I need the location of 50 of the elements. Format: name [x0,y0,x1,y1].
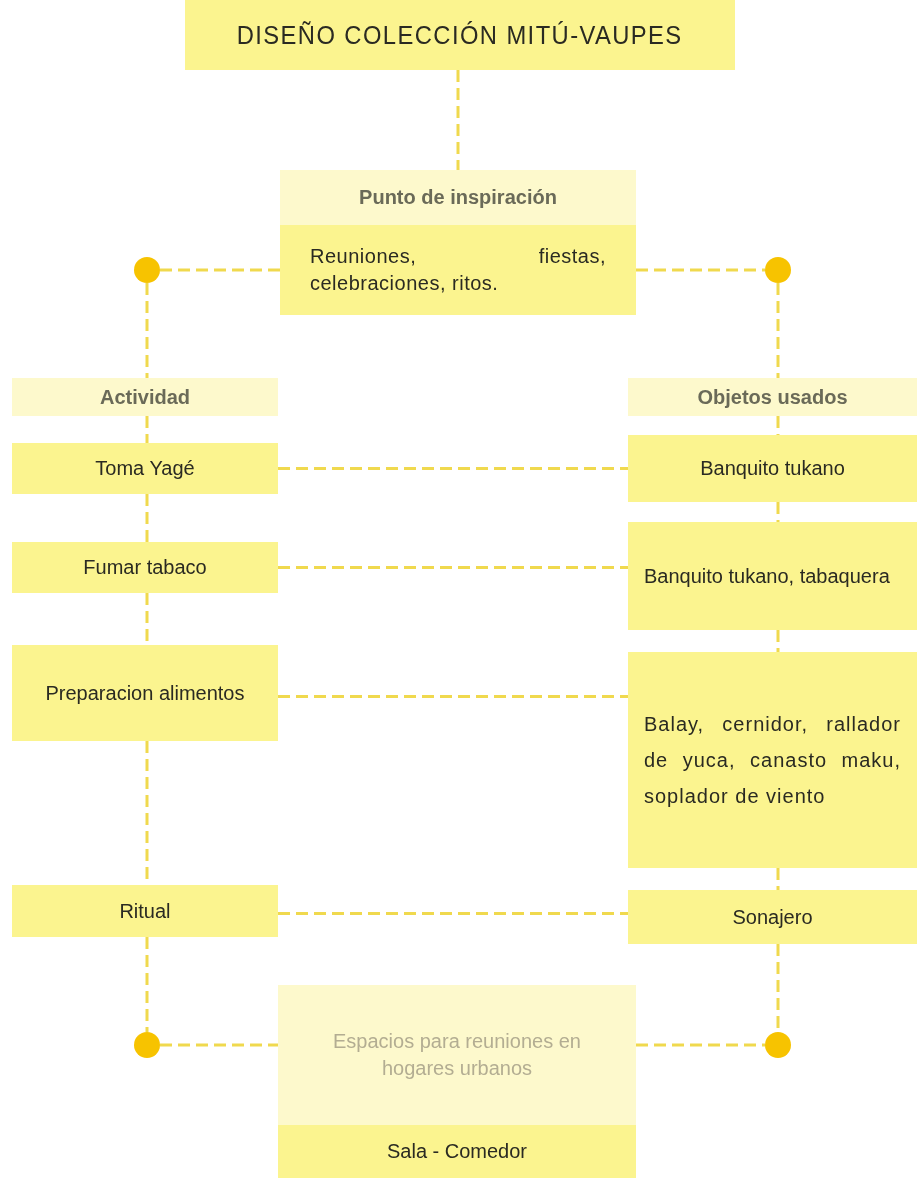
item-text: Balay, cernidor, rallador de yuca, canasto maku, soplador de viento [644,712,901,809]
connector-line [145,416,149,443]
item-box [628,652,917,868]
connector-line [636,1043,765,1047]
item-box [12,645,278,741]
item-box [12,542,278,593]
connector-line [776,283,780,378]
connector-line [636,268,765,272]
card-heading: Punto de inspiración [280,170,636,225]
connector-line [776,868,780,890]
connector-line [456,70,460,170]
item-text: Banquito tukano [700,456,845,481]
item-text: Fumar tabaco [83,555,207,580]
item-box [628,522,917,630]
connector-line [278,467,628,470]
item-box [12,443,278,494]
column-header-box [12,378,278,416]
connector-line [160,268,280,272]
item-text: Toma Yagé [95,456,195,481]
section-card [280,170,636,315]
connector-line [145,283,149,378]
junction-dot [134,1032,160,1058]
column-header: Objetos usados [697,384,848,410]
connector-line [776,630,780,652]
column-header: Actividad [100,384,190,410]
item-text: Preparacion alimentos [45,680,245,706]
item-box [628,435,917,502]
card-text: Sala - Comedor [278,1125,636,1178]
column-header-box [628,378,917,416]
connector-line [776,416,780,435]
connector-line [278,912,628,915]
junction-dot [765,257,791,283]
title-box [185,0,735,70]
connector-line [278,566,628,569]
item-box [12,885,278,937]
card-heading: Espacios para reuniones en hogares urbanos [278,985,636,1125]
item-text: Sonajero [732,904,813,930]
item-text: Banquito tukano, tabaquera [644,563,891,589]
connector-line [278,695,628,698]
connector-line [145,937,149,1032]
connector-line [776,502,780,522]
section-card [278,985,636,1178]
title-text: DISEÑO COLECCIÓN MITÚ-VAUPES [237,20,683,50]
card-text: Reuniones, fiestas, celebraciones, ritos. [280,225,636,315]
item-text: Ritual [119,898,171,924]
connector-line [160,1043,278,1047]
item-box [628,890,917,944]
connector-line [145,494,149,542]
junction-dot [765,1032,791,1058]
junction-dot [134,257,160,283]
